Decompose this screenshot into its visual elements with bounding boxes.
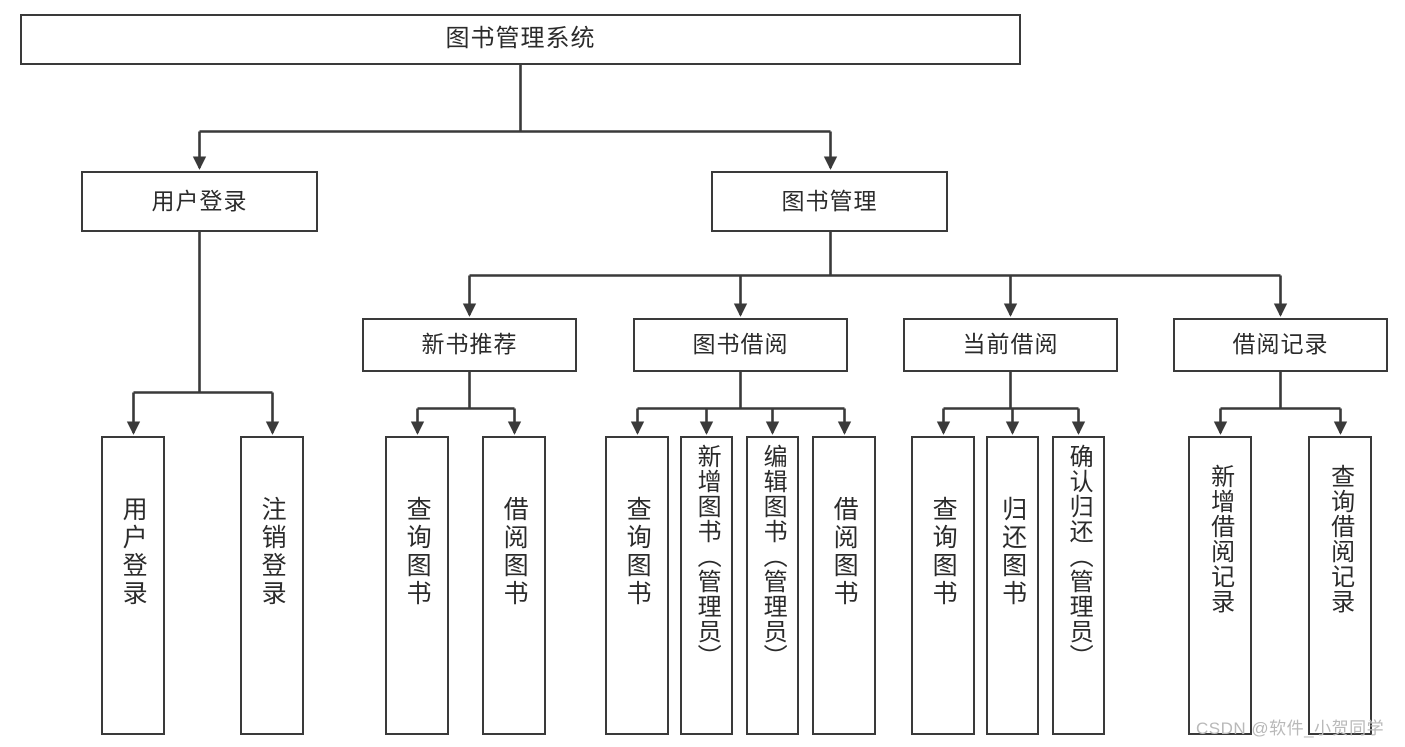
node-leaf-query-record[interactable]: 查询借阅记录: [1308, 436, 1372, 735]
node-leaf-query-book-3[interactable]: 查询图书: [911, 436, 975, 735]
node-current-borrow[interactable]: 当前借阅: [903, 318, 1118, 372]
node-user-login-label: 用户登录: [151, 187, 248, 214]
node-new-book-rec-label: 新书推荐: [421, 331, 518, 358]
node-book-manage-label: 图书管理: [781, 187, 878, 214]
node-leaf-user-login[interactable]: 用户登录: [101, 436, 165, 735]
node-leaf-borrow-book-2[interactable]: 借阅图书: [812, 436, 876, 735]
node-leaf-confirm-return[interactable]: 确认归还（管理员）: [1052, 436, 1105, 735]
node-book-borrow[interactable]: 图书借阅: [633, 318, 848, 372]
csdn-watermark: CSDN @软件_小贺同学: [1196, 719, 1385, 738]
node-root[interactable]: 图书管理系统: [20, 14, 1021, 65]
node-current-borrow-label: 当前借阅: [962, 331, 1059, 358]
node-leaf-query-record-label: 查询借阅记录: [1326, 464, 1354, 614]
node-borrow-record[interactable]: 借阅记录: [1173, 318, 1388, 372]
node-leaf-confirm-return-label: 确认归还（管理员）: [1065, 444, 1093, 669]
node-borrow-record-label: 借阅记录: [1232, 331, 1329, 358]
node-leaf-borrow-book-1-label: 借阅图书: [500, 496, 529, 608]
node-leaf-edit-book-label: 编辑图书（管理员）: [759, 444, 787, 669]
node-leaf-query-book-1-label: 查询图书: [403, 496, 432, 608]
node-leaf-query-book-3-label: 查询图书: [929, 496, 958, 608]
node-leaf-add-book[interactable]: 新增图书（管理员）: [680, 436, 733, 735]
node-leaf-user-logout-label: 注销登录: [258, 496, 287, 608]
node-leaf-add-record[interactable]: 新增借阅记录: [1188, 436, 1252, 735]
node-leaf-borrow-book-1[interactable]: 借阅图书: [482, 436, 546, 735]
node-leaf-user-logout[interactable]: 注销登录: [240, 436, 304, 735]
node-book-manage[interactable]: 图书管理: [711, 171, 948, 232]
node-leaf-add-record-label: 新增借阅记录: [1206, 464, 1234, 614]
node-book-borrow-label: 图书借阅: [692, 331, 789, 358]
node-leaf-query-book-1[interactable]: 查询图书: [385, 436, 449, 735]
node-leaf-borrow-book-2-label: 借阅图书: [830, 496, 859, 608]
node-leaf-query-book-2-label: 查询图书: [623, 496, 652, 608]
node-new-book-rec[interactable]: 新书推荐: [362, 318, 577, 372]
node-leaf-user-login-label: 用户登录: [119, 496, 148, 608]
node-leaf-return-book[interactable]: 归还图书: [986, 436, 1039, 735]
node-leaf-edit-book[interactable]: 编辑图书（管理员）: [746, 436, 799, 735]
node-root-label: 图书管理系统: [445, 25, 596, 53]
node-leaf-query-book-2[interactable]: 查询图书: [605, 436, 669, 735]
node-leaf-add-book-label: 新增图书（管理员）: [693, 444, 721, 669]
node-user-login[interactable]: 用户登录: [81, 171, 318, 232]
node-leaf-return-book-label: 归还图书: [998, 496, 1027, 608]
